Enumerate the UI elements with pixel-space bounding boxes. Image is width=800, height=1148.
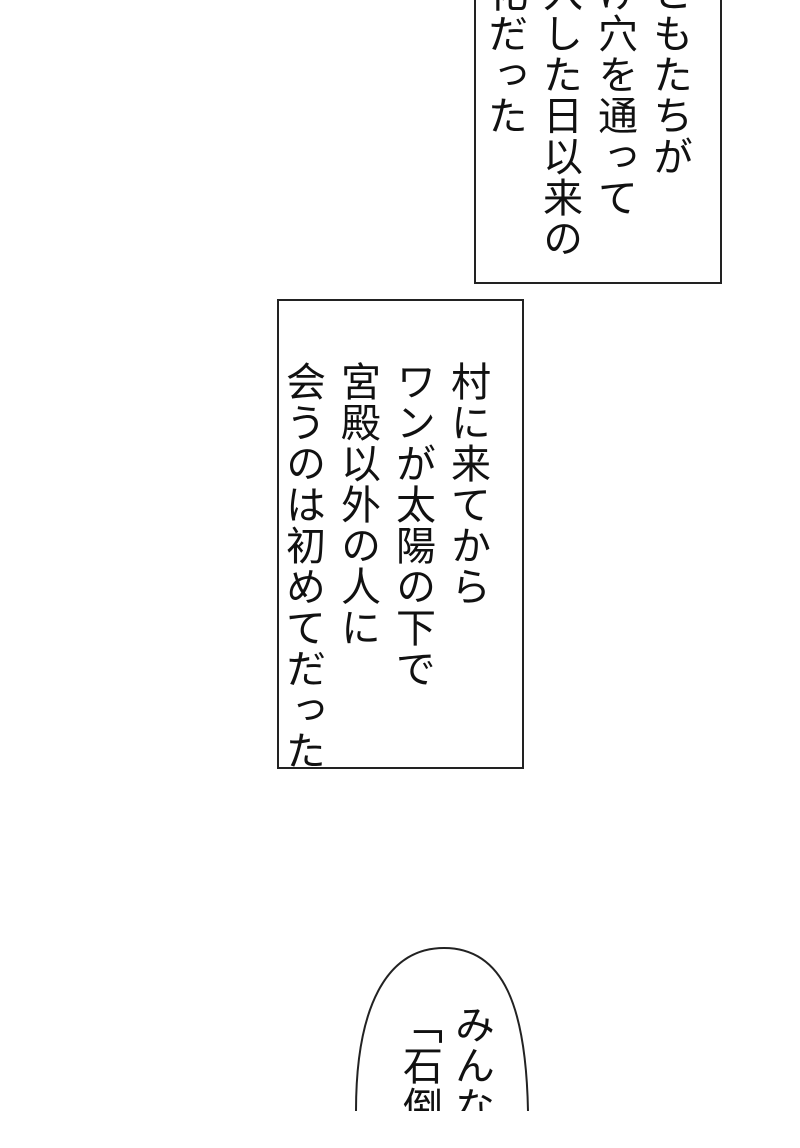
speech-bubble — [355, 946, 529, 1112]
bubble-text-column: 「石倒し — [396, 1004, 442, 1111]
narration-caption-top: ともたちが け穴を通って 入した日以来の 化だった — [474, 0, 722, 284]
bubble-text-column: みんな — [448, 1004, 494, 1111]
caption-text-column: ともたちが — [646, 0, 692, 177]
narration-caption-middle: 村に来てから ワンが太陽の下で 宮殿以外の人に 会うのは初めてだった — [277, 299, 524, 769]
caption-text-column: ワンが太陽の下で — [389, 361, 435, 689]
caption-text-column: 入した日以来の — [536, 0, 582, 259]
caption-text-column: 村に来てから — [444, 361, 490, 607]
caption-text-column: 会うのは初めてだった — [279, 361, 325, 769]
caption-text-column: 化だった — [481, 0, 527, 136]
caption-text-column: け穴を通って — [591, 0, 637, 218]
caption-text-column: 宮殿以外の人に — [334, 361, 380, 648]
speech-bubble-text: みんな 「石倒し — [392, 980, 512, 1111]
